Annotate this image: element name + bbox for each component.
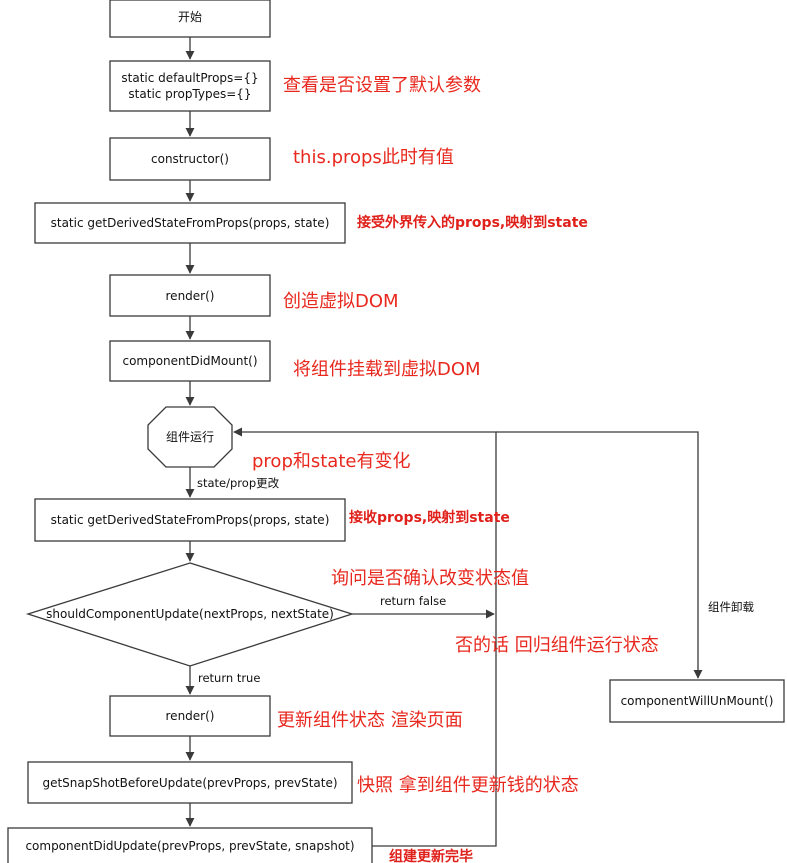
- node-will-unmount: componentWillUnMount(): [609, 679, 785, 723]
- node-gdsfp-update: static getDerivedStateFromProps(props, s…: [34, 498, 346, 542]
- node-default-props-line2: static propTypes={}: [128, 87, 251, 101]
- annotation-done: 组建更新完毕: [389, 848, 473, 863]
- node-running: 组件运行: [147, 406, 233, 468]
- annotation-prop-state-change: prop和state有变化: [252, 451, 410, 472]
- node-gdsfp-mount: static getDerivedStateFromProps(props, s…: [34, 202, 346, 244]
- edge-label-return-false: return false: [380, 594, 446, 608]
- node-render-mount-label: render(): [166, 289, 215, 303]
- edge-label-unmount: 组件卸载: [708, 600, 754, 614]
- node-default-props-line1: static defaultProps={}: [121, 71, 258, 85]
- edge-label-state-prop-change: state/prop更改: [197, 476, 280, 490]
- annotation-render-update: 更新组件状态 渲染页面: [277, 710, 463, 731]
- annotation-default-props: 查看是否设置了默认参数: [283, 75, 481, 96]
- annotation-did-mount: 将组件挂载到虚拟DOM: [293, 359, 481, 380]
- node-constructor-label: constructor(): [151, 152, 229, 166]
- annotation-gdsfp-mount: 接受外界传入的props,映射到state: [357, 214, 588, 231]
- node-start-label: 开始: [178, 10, 202, 24]
- node-should-update: shouldComponentUpdate(nextProps, nextSta…: [25, 562, 355, 667]
- node-did-mount: componentDidMount(): [109, 340, 271, 382]
- annotation-ask-change: 询问是否确认改变状态值: [331, 568, 529, 589]
- annotation-render-mount: 创造虚拟DOM: [283, 291, 399, 312]
- edge-unmount: [496, 431, 703, 679]
- annotation-gdsfp-update: 接收props,映射到state: [349, 509, 510, 526]
- node-gdsfp-update-label: static getDerivedStateFromProps(props, s…: [51, 513, 330, 527]
- node-render-update: render(): [109, 695, 271, 737]
- annotation-constructor: this.props此时有值: [293, 147, 454, 168]
- node-start: 开始: [109, 0, 271, 38]
- node-render-update-label: render(): [166, 709, 215, 723]
- annotation-return-running: 否的话 回归组件运行状态: [455, 635, 659, 656]
- node-should-update-label: shouldComponentUpdate(nextProps, nextSta…: [46, 607, 334, 621]
- node-did-mount-label: componentDidMount(): [122, 354, 257, 368]
- edge-loop-back: [233, 427, 497, 847]
- node-will-unmount-label: componentWillUnMount(): [621, 694, 774, 708]
- node-running-label: 组件运行: [166, 430, 214, 444]
- node-render-mount: render(): [109, 274, 271, 317]
- node-did-update: componentDidUpdate(prevProps, prevState,…: [7, 827, 373, 863]
- node-gdsfp-mount-label: static getDerivedStateFromProps(props, s…: [51, 216, 330, 230]
- annotation-snapshot: 快照 拿到组件更新钱的状态: [357, 774, 579, 796]
- node-snapshot-label: getSnapShotBeforeUpdate(prevProps, prevS…: [42, 776, 337, 790]
- node-default-props: static defaultProps={} static propTypes=…: [109, 60, 271, 112]
- edge-label-return-true: return true: [198, 671, 260, 685]
- node-snapshot: getSnapShotBeforeUpdate(prevProps, prevS…: [27, 761, 353, 804]
- node-constructor: constructor(): [109, 137, 271, 181]
- node-did-update-label: componentDidUpdate(prevProps, prevState,…: [25, 839, 354, 853]
